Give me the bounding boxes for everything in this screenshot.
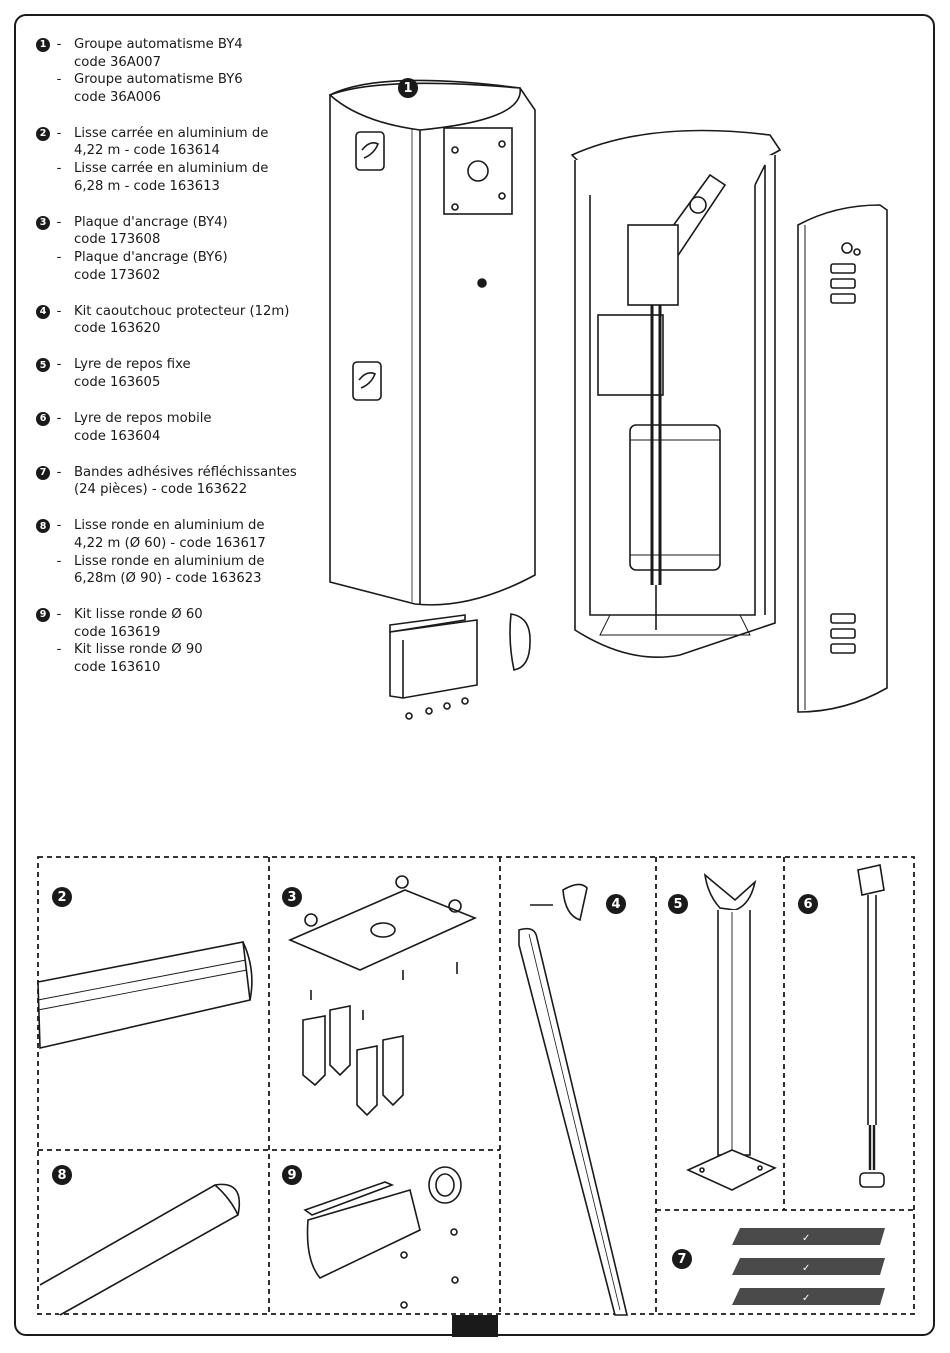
fixed-support-drawing (686, 873, 777, 1191)
component-line: code 163610 (74, 660, 161, 676)
callout-1: 1 (398, 78, 418, 98)
list-dash: - (56, 553, 62, 569)
callout-7: 7 (672, 1249, 692, 1269)
list-dash: - (56, 464, 62, 480)
list-dash: - (56, 607, 62, 623)
reflective-tape-logo-icon: ✓ (802, 1263, 810, 1274)
round-boom-drawing (39, 1183, 240, 1316)
reflective-tape-logo-icon: ✓ (802, 1233, 810, 1244)
component-line: Bandes adhésives réfléchissantes (74, 464, 297, 480)
component-line: code 36A007 (74, 54, 161, 70)
component-line: code 163605 (74, 374, 161, 390)
list-dash: - (56, 249, 62, 265)
component-line: 4,22 m - code 163614 (74, 143, 220, 159)
component-line: Kit caoutchouc protecteur (12m) (74, 303, 290, 319)
component-line: code 163619 (74, 624, 161, 640)
callout-2: 2 (52, 887, 72, 907)
list-dash: - (56, 72, 62, 88)
cabinet-door-panel (797, 204, 888, 713)
list-dash: - (56, 642, 62, 658)
callout-8: 8 (52, 1165, 72, 1185)
callout-3: 3 (282, 887, 302, 907)
component-number-badge: 4 (36, 304, 50, 319)
rubber-protector-drawing (518, 883, 629, 1316)
component-line: 4,22 m (Ø 60) - code 163617 (74, 535, 266, 551)
component-item-7: 7-Bandes adhésives réfléchissantes (24 pi… (36, 464, 306, 499)
reflective-tapes-drawing: ✓ ✓ ✓ (732, 1228, 885, 1305)
callout-5: 5 (668, 894, 688, 914)
component-line: Plaque d'ancrage (BY4) (74, 214, 228, 230)
component-line: code 163604 (74, 428, 161, 444)
list-dash: - (56, 303, 62, 319)
callout-9: 9 (282, 1165, 302, 1185)
component-number-badge: 3 (36, 215, 50, 230)
component-item-4: 4-Kit caoutchouc protecteur (12m) code 16… (36, 303, 306, 338)
component-number-badge: 7 (36, 465, 50, 480)
component-number-badge: 9 (36, 608, 50, 623)
mobile-support-drawing (857, 864, 885, 1188)
component-line: (24 pièces) - code 163622 (74, 482, 248, 498)
component-line: code 173608 (74, 232, 161, 248)
cabinet-anchor-box (389, 614, 478, 720)
cabinet-ring-part (509, 613, 531, 671)
component-item-3: 3-Plaque d'ancrage (BY4)code 173608-Plaq… (36, 214, 306, 284)
list-dash: - (56, 214, 62, 230)
callout-6: 6 (798, 894, 818, 914)
component-line: Lisse ronde en aluminium de (74, 518, 265, 534)
anchor-plate-drawing (287, 875, 478, 1117)
round-boom-kit-drawing (303, 1166, 462, 1309)
component-number-badge: 5 (36, 358, 50, 373)
callout-4: 4 (606, 894, 626, 914)
list-dash: - (56, 411, 62, 426)
component-item-6: 6-Lyre de repos mobile code 163604 (36, 410, 306, 445)
component-line: Kit lisse ronde Ø 90 (74, 642, 203, 658)
component-line: Kit lisse ronde Ø 60 (74, 607, 203, 623)
component-line: code 173602 (74, 267, 161, 283)
component-line: Groupe automatisme BY6 (74, 72, 243, 88)
component-number-badge: 6 (36, 412, 50, 426)
list-dash: - (56, 357, 62, 373)
list-dash: - (56, 37, 62, 52)
list-dash: - (56, 125, 62, 141)
component-line: Lyre de repos mobile (74, 411, 212, 426)
component-line: Groupe automatisme BY4 (74, 37, 243, 52)
component-line: 6,28 m - code 163613 (74, 178, 220, 194)
component-line: Plaque d'ancrage (BY6) (74, 249, 228, 265)
component-line: 6,28m (Ø 90) - code 163623 (74, 571, 262, 587)
page-number-tab (452, 1315, 498, 1337)
list-dash: - (56, 518, 62, 534)
list-dash: - (56, 161, 62, 177)
component-line: code 163620 (74, 321, 161, 337)
component-line: Lyre de repos fixe (74, 357, 191, 373)
reflective-tape-logo-icon: ✓ (802, 1293, 810, 1304)
component-number-badge: 8 (36, 519, 50, 534)
barrier-cabinet-open (570, 129, 782, 658)
component-number-badge: 1 (36, 38, 50, 52)
barrier-cabinet-closed (328, 79, 536, 606)
component-line: Lisse carrée en aluminium de (74, 125, 269, 141)
component-line: Lisse carrée en aluminium de (74, 161, 269, 177)
component-line: Lisse ronde en aluminium de (74, 553, 265, 569)
component-number-badge: 2 (36, 126, 50, 141)
component-line: code 36A006 (74, 89, 161, 105)
square-boom-drawing (37, 941, 253, 1049)
